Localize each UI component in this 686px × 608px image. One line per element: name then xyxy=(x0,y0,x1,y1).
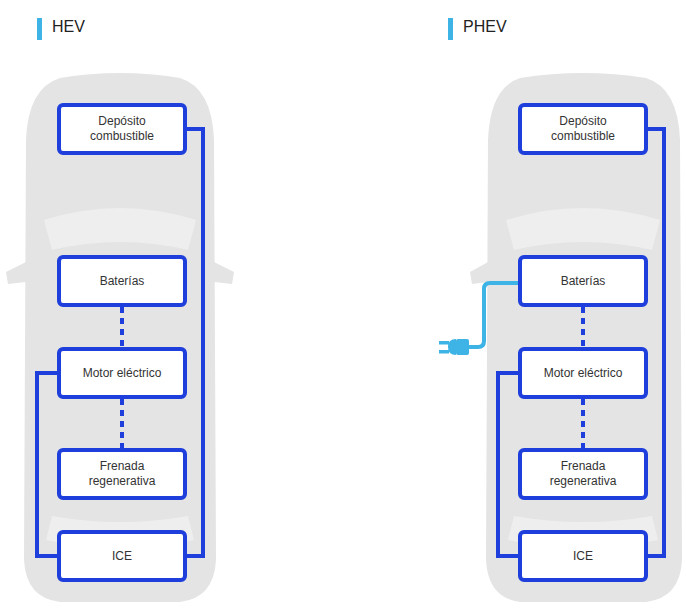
component-box: Motor eléctrico xyxy=(518,347,648,399)
energy-link xyxy=(498,373,518,556)
energy-link xyxy=(648,129,664,556)
windshield xyxy=(44,208,196,250)
component-label: Motor eléctrico xyxy=(544,366,623,381)
component-label: Baterías xyxy=(100,274,145,289)
title-bar xyxy=(37,18,42,40)
component-box: Depósito combustible xyxy=(518,103,648,155)
component-box: Motor eléctrico xyxy=(57,347,187,399)
component-label: ICE xyxy=(112,549,132,564)
component-label: Baterías xyxy=(561,274,606,289)
phev-car xyxy=(439,18,682,602)
component-box: ICE xyxy=(57,530,187,582)
car-body xyxy=(486,73,682,602)
plug-icon xyxy=(439,339,469,355)
dashed-link xyxy=(120,399,124,448)
component-label: ICE xyxy=(573,549,593,564)
windshield xyxy=(506,208,660,250)
dashed-link xyxy=(120,307,124,347)
energy-link xyxy=(187,129,203,556)
component-box: ICE xyxy=(518,530,648,582)
mirror xyxy=(6,262,26,284)
mirror xyxy=(470,262,488,284)
hev-car xyxy=(6,18,234,602)
component-box: Baterías xyxy=(518,255,648,307)
component-box: Depósito combustible xyxy=(57,103,187,155)
title-bar xyxy=(448,18,453,40)
component-label: Frenada regenerativa xyxy=(543,459,623,489)
component-box: Baterías xyxy=(57,255,187,307)
component-label: Motor eléctrico xyxy=(83,366,162,381)
energy-link xyxy=(37,373,57,556)
component-box: Frenada regenerativa xyxy=(57,448,187,500)
title-label: PHEV xyxy=(463,18,507,36)
component-label: Frenada regenerativa xyxy=(82,459,162,489)
title-label: HEV xyxy=(52,18,85,36)
charging-cable xyxy=(468,283,520,347)
component-label: Depósito combustible xyxy=(82,114,162,144)
dashed-link xyxy=(581,399,585,448)
dashed-link xyxy=(581,307,585,347)
component-label: Depósito combustible xyxy=(543,114,623,144)
car-body xyxy=(24,73,216,602)
component-box: Frenada regenerativa xyxy=(518,448,648,500)
mirror xyxy=(214,262,234,284)
